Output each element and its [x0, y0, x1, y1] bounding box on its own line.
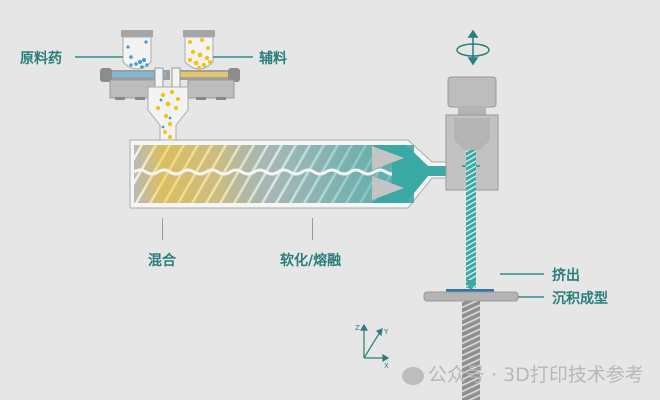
excipient-leader [213, 56, 253, 58]
watermark: 公众号 · 3D打印技术参考 [402, 360, 644, 387]
print-head [445, 76, 499, 292]
watermark-text: 公众号 · 3D打印技术参考 [428, 364, 644, 386]
axis-z-label: Z [355, 324, 360, 332]
excipient-hopper [183, 30, 215, 70]
drug-feeder [100, 67, 170, 100]
axis-y-label: Y [383, 328, 389, 336]
softening-melting-label: 软化/熔融 [280, 253, 342, 269]
wechat-icon [402, 366, 424, 385]
axis-x-label: X [384, 362, 389, 370]
raw-drug-label: 原料药 [20, 51, 62, 67]
mixing-funnel [147, 86, 189, 141]
raw-drug-leader [75, 56, 123, 58]
rotation-arrows-icon [456, 29, 490, 66]
build-platform [423, 289, 519, 400]
mixing-leader [162, 218, 163, 240]
excipient-feeder [171, 67, 240, 100]
deposition-leader [518, 296, 544, 298]
extruder-barrel [129, 139, 462, 209]
excipient-label: 辅料 [259, 51, 287, 67]
mixing-label: 混合 [148, 253, 176, 269]
extrusion-leader [500, 273, 544, 275]
xyz-axis-icon [359, 323, 390, 363]
deposition-label: 沉积成型 [552, 291, 608, 307]
extrusion-label: 挤出 [552, 268, 580, 284]
drug-hopper [121, 30, 153, 70]
melting-leader [312, 218, 313, 240]
